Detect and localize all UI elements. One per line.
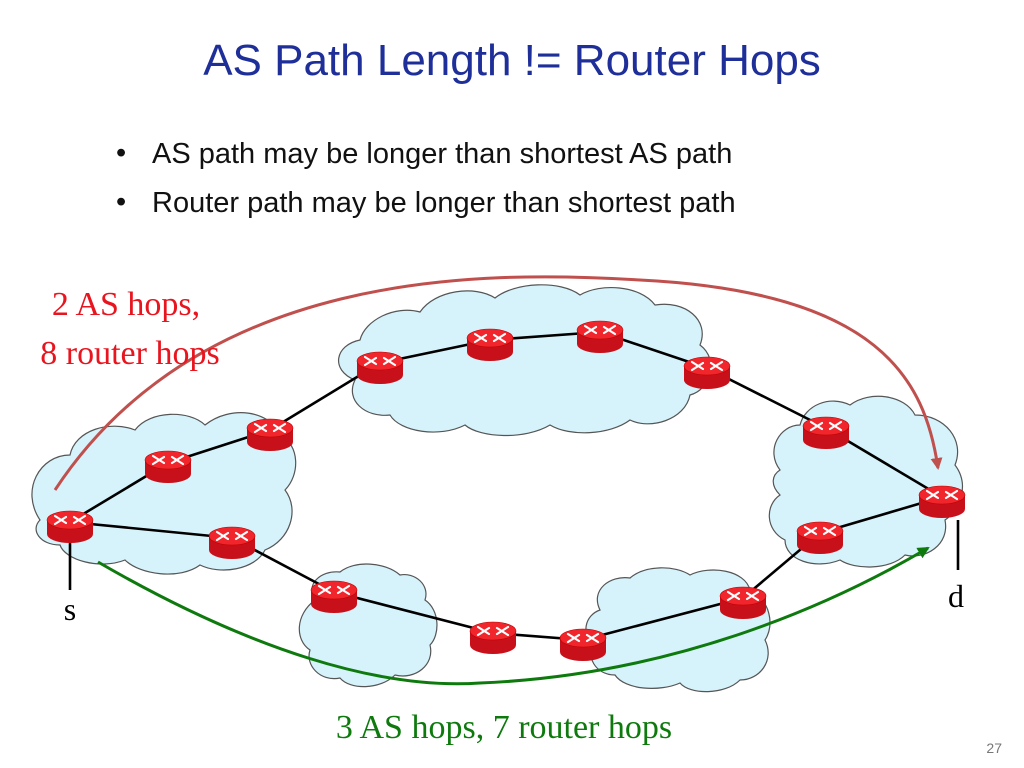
router-icon	[207, 525, 257, 561]
router-icon	[801, 415, 851, 451]
page-number: 27	[986, 740, 1002, 756]
link	[333, 590, 494, 635]
as-cloud-bottom-left	[298, 563, 438, 688]
router-icon	[917, 484, 967, 520]
router-icon	[245, 417, 295, 453]
slide-title: AS Path Length != Router Hops	[203, 36, 821, 85]
link	[69, 520, 233, 540]
router-icon	[465, 327, 515, 363]
router-icon	[558, 627, 608, 663]
router-icon	[468, 620, 518, 656]
link	[582, 596, 744, 642]
bottom-path-label: 3 AS hops, 7 router hops	[336, 709, 672, 746]
source-label: s	[64, 591, 76, 627]
top-path-arrow	[53, 275, 943, 491]
router-icon	[682, 355, 732, 391]
router-icon	[795, 520, 845, 556]
dest-label: d	[948, 578, 964, 614]
router-icon	[143, 449, 193, 485]
router-icon	[355, 350, 405, 386]
router-icon	[575, 319, 625, 355]
router-icon	[309, 579, 359, 615]
bullet-item: Router path may be longer than shortest …	[110, 186, 736, 220]
bullet-list: AS path may be longer than shortest AS p…	[110, 137, 736, 236]
router-icon	[718, 585, 768, 621]
bottom-path-arrow	[97, 546, 930, 686]
router-icon	[45, 509, 95, 545]
bullet-item: AS path may be longer than shortest AS p…	[110, 137, 736, 171]
top-path-label-line2: 8 router hops	[40, 335, 219, 372]
top-path-label-line1: 2 AS hops,	[52, 286, 200, 323]
as-cloud-top	[337, 284, 712, 437]
as-cloud-bottom-right	[585, 567, 771, 693]
